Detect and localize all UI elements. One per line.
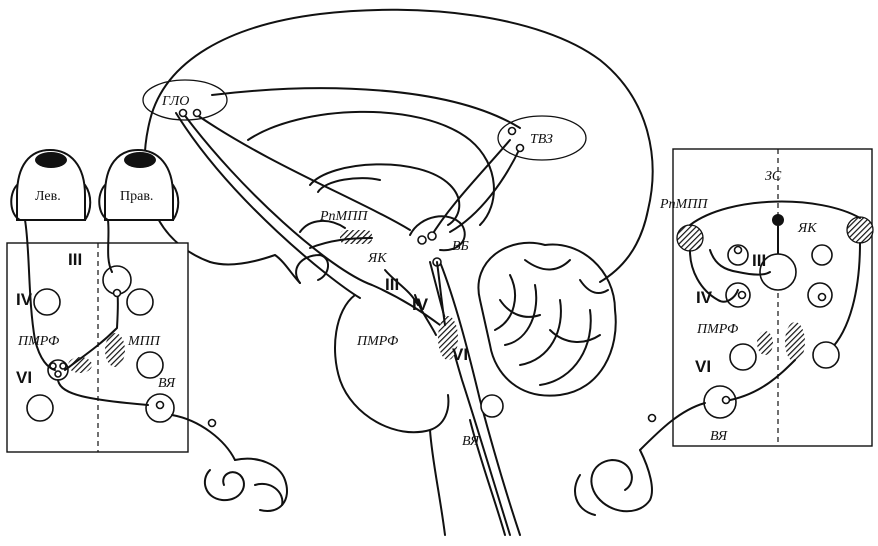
brain-outline bbox=[143, 8, 654, 536]
right-rnmpp-label: РпМПП bbox=[659, 197, 708, 212]
center-VI-label: VI bbox=[452, 345, 468, 364]
left-VI-lower-circle bbox=[26, 394, 54, 422]
left-VI-right-circle bbox=[136, 351, 164, 379]
right-vya-label: ВЯ bbox=[710, 429, 728, 444]
right-eye-label: Прав. bbox=[120, 189, 153, 204]
left-IV-circle-r bbox=[126, 288, 154, 316]
right-vya-circle bbox=[703, 385, 737, 419]
center-IV-label: IV bbox=[412, 295, 429, 314]
right-pmrf-nucleus-l bbox=[757, 331, 773, 355]
left-IV-label: IV bbox=[16, 290, 33, 309]
yak-label: ЯК bbox=[367, 251, 387, 266]
left-mpp-label: МПП bbox=[127, 334, 161, 349]
right-zs-label: ЗС bbox=[765, 169, 782, 184]
left-pmrf-label: ПМРФ bbox=[17, 334, 59, 349]
center-pmrf-label: ПМРФ bbox=[356, 334, 398, 349]
right-pmrf-label: ПМРФ bbox=[696, 322, 738, 337]
center-pathways bbox=[142, 79, 587, 418]
right-yak-label: ЯК bbox=[797, 221, 817, 236]
tvz-region bbox=[497, 115, 587, 161]
left-eye-label: Лев. bbox=[35, 189, 61, 204]
pmrf-center-nucleus bbox=[438, 316, 458, 360]
right-IV-label: IV bbox=[696, 288, 713, 307]
center-vya-label: ВЯ bbox=[462, 434, 480, 449]
right-panel: ЗС РпМПП ЯК III IV VI ПМРФ ВЯ bbox=[659, 148, 874, 447]
right-pmrf-nucleus-r bbox=[785, 322, 805, 362]
right-rnmpp-left-nucleus bbox=[677, 225, 703, 251]
left-III-label: III bbox=[68, 250, 82, 269]
right-VI-circle-r bbox=[812, 341, 840, 369]
left-mpp-nucleus bbox=[105, 333, 125, 367]
left-vya-label: ВЯ bbox=[158, 376, 176, 391]
center-labels: ГЛО ТВЗ РпМПП ВБ ЯК III IV VI ПМРФ ВЯ bbox=[161, 94, 553, 449]
right-VI-label: VI bbox=[695, 357, 711, 376]
glo-region bbox=[142, 79, 228, 121]
rnmpp-label: РпМПП bbox=[319, 209, 368, 224]
vya-center-circle bbox=[480, 394, 504, 418]
left-eye-icon bbox=[10, 148, 92, 221]
left-cochlea-icon bbox=[171, 414, 288, 512]
cerebellum bbox=[477, 241, 617, 397]
right-eye-icon bbox=[98, 148, 180, 221]
left-pmrf-nucleus bbox=[68, 357, 92, 373]
right-III-label: III bbox=[752, 251, 766, 270]
right-cochlea-icon bbox=[574, 402, 706, 516]
left-IV-circle-l bbox=[33, 288, 61, 316]
rnmpp-center-nucleus bbox=[340, 230, 372, 244]
left-panel: Лев. Прав. III IV VI ПМРФ МПП ВЯ bbox=[6, 148, 189, 453]
tvz-label: ТВЗ bbox=[530, 132, 553, 147]
center-III-label: III bbox=[385, 275, 399, 294]
left-VI-label: VI bbox=[16, 368, 32, 387]
vb-label: ВБ bbox=[452, 239, 469, 254]
glo-label: ГЛО bbox=[161, 94, 189, 109]
right-VI-circle-l bbox=[729, 343, 757, 371]
right-rnmpp-right-nucleus bbox=[847, 217, 873, 243]
